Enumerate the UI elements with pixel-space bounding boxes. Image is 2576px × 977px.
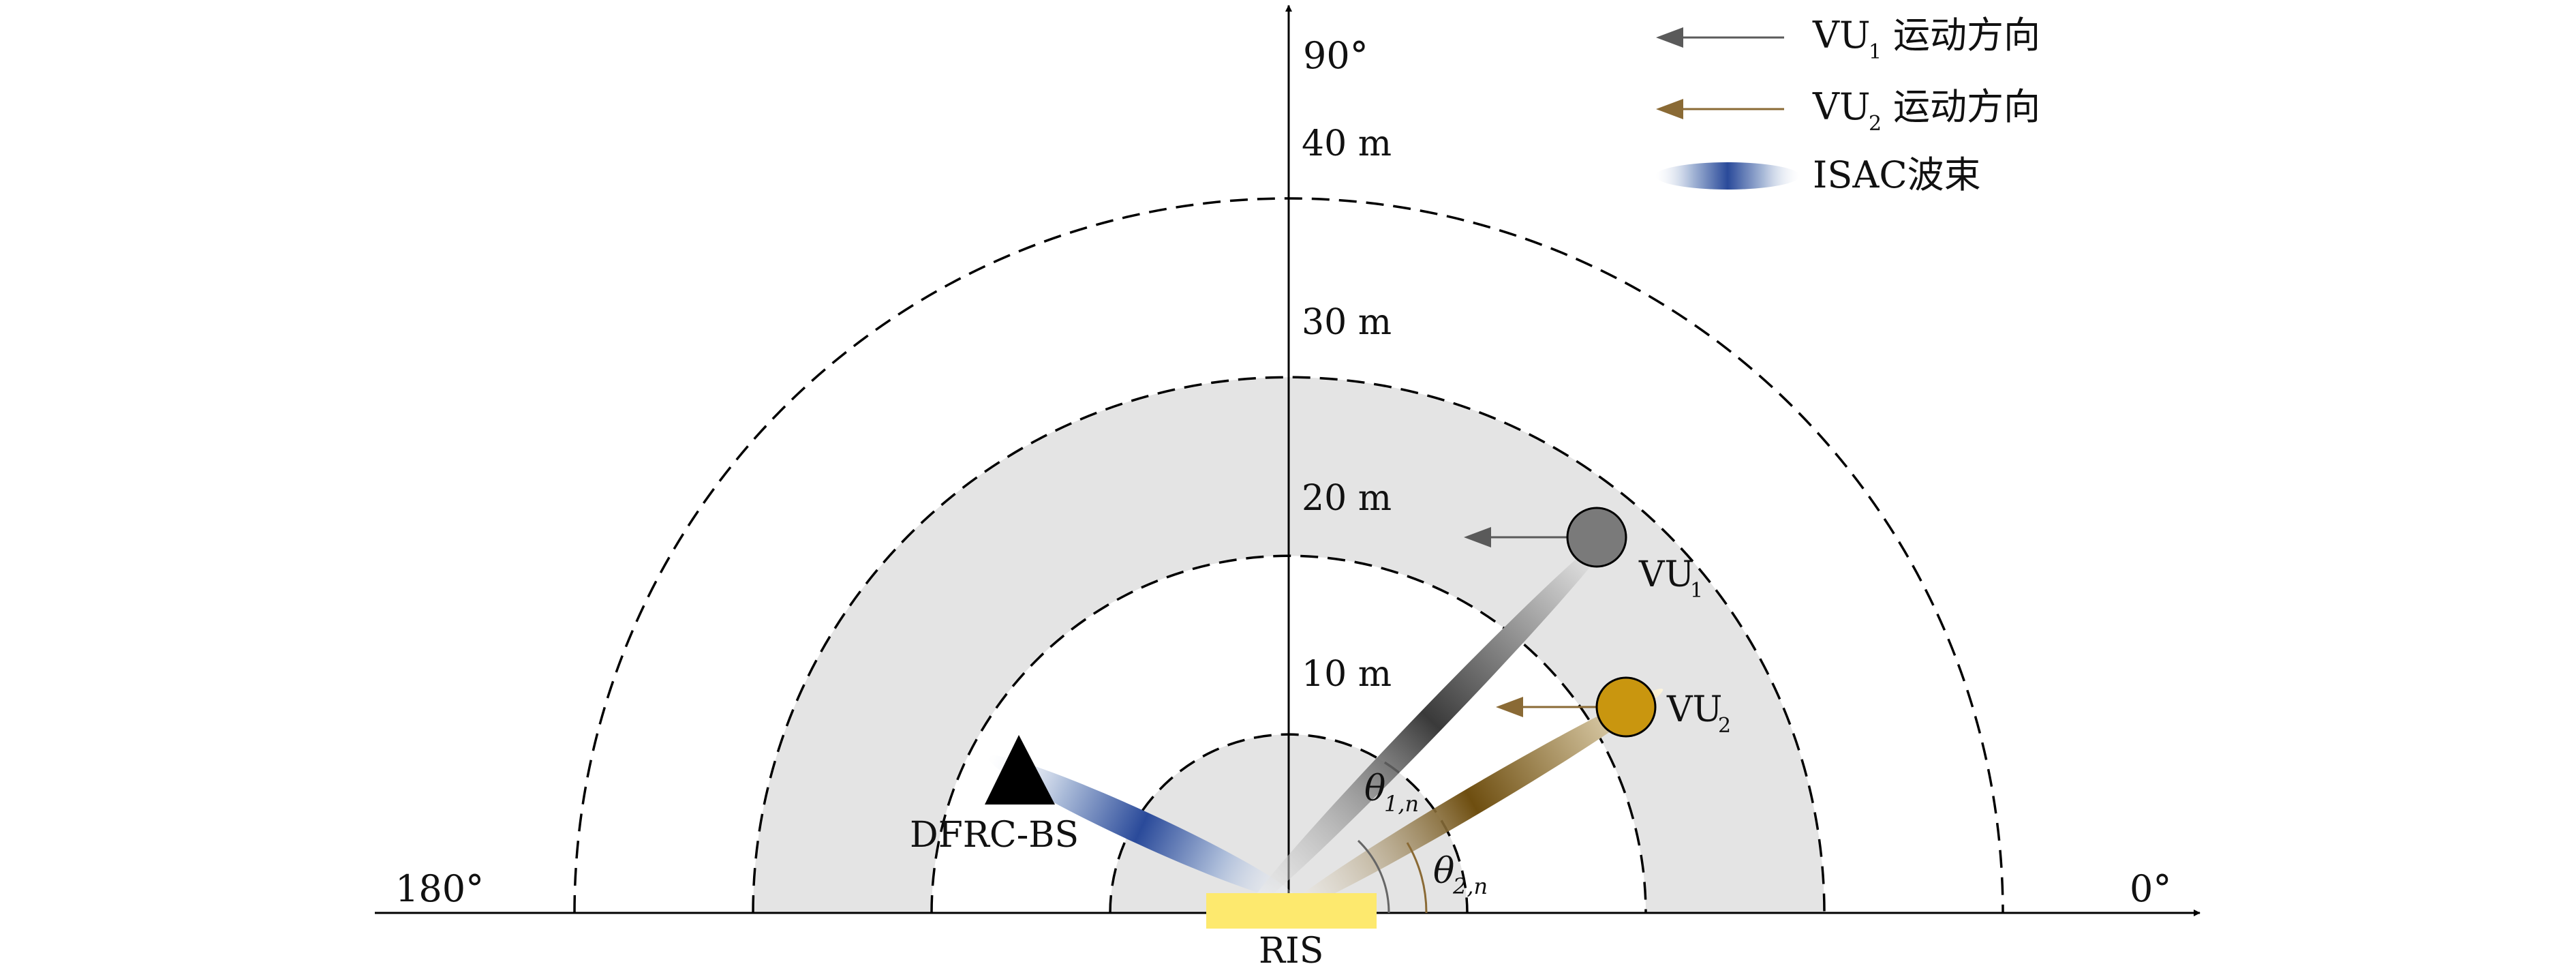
legend-beam-icon	[1655, 162, 1800, 190]
shaded-band-20-30	[753, 377, 1824, 913]
ring-label-40: 40 m	[1302, 123, 1392, 164]
legend-item-beam: ISAC波束	[1655, 153, 1981, 196]
theta2-symbol: θ	[1433, 851, 1454, 892]
vu1-label-sub: 1	[1690, 579, 1703, 603]
ring-label-30: 30 m	[1302, 302, 1392, 343]
legend-vu2-arrow-icon	[1656, 99, 1683, 119]
angle-arc-theta1	[1357, 839, 1390, 914]
isac-beam-to-bs	[987, 755, 1295, 900]
legend-vu2-text: VU	[1812, 85, 1871, 128]
theta2-label: θ 2,n	[1433, 851, 1488, 899]
ris-panel	[1206, 893, 1377, 929]
vu2-label-sub: 2	[1718, 714, 1731, 738]
angle-label-180: 180°	[395, 867, 484, 910]
vu2-motion-arrow-icon	[1496, 697, 1599, 717]
vu1-label-text: VU	[1638, 554, 1694, 595]
theta1-symbol: θ	[1364, 768, 1385, 809]
vu2-marker	[1595, 676, 1657, 738]
vu2-label-text: VU	[1666, 689, 1722, 730]
theta2-subscript: 2,n	[1452, 873, 1488, 899]
legend-item-vu1: VU 1 运动方向	[1656, 14, 2040, 64]
vu1-marker	[1566, 507, 1627, 568]
vu1-label: VU 1	[1638, 554, 1703, 603]
ring-labels: 10 m 20 m 30 m 40 m	[1302, 123, 1392, 695]
base-station-triangle-icon	[985, 735, 1055, 805]
theta1-label: θ 1,n	[1364, 768, 1419, 817]
legend-item-vu2: VU 2 运动方向	[1656, 85, 2040, 136]
isac-beam-to-vu2	[1281, 689, 1663, 915]
legend: VU 1 运动方向 VU 2 运动方向 ISAC波束	[1655, 14, 2040, 196]
isac-beam-to-vu1	[1245, 528, 1617, 914]
theta1-subscript: 1,n	[1384, 791, 1419, 817]
legend-vu1-text: VU	[1812, 14, 1871, 57]
legend-vu1-arrow-icon	[1656, 27, 1683, 48]
legend-beam-text: ISAC波束	[1813, 153, 1981, 196]
vu2-label: VU 2	[1666, 689, 1731, 738]
legend-vu1-suffix: 运动方向	[1893, 14, 2040, 57]
angle-arc-theta2	[1406, 842, 1428, 914]
legend-vu2-suffix: 运动方向	[1893, 85, 2040, 128]
angle-label-0: 0°	[2130, 867, 2171, 910]
ring-label-10: 10 m	[1302, 654, 1392, 695]
base-station-label: DFRC-BS	[910, 815, 1079, 856]
legend-vu1-sub: 1	[1869, 40, 1882, 64]
ring-label-20: 20 m	[1302, 478, 1392, 519]
angle-label-90: 90°	[1303, 34, 1368, 77]
ris-label: RIS	[1259, 931, 1323, 972]
legend-vu2-sub: 2	[1869, 112, 1882, 136]
vu1-motion-arrow-icon	[1464, 527, 1569, 547]
